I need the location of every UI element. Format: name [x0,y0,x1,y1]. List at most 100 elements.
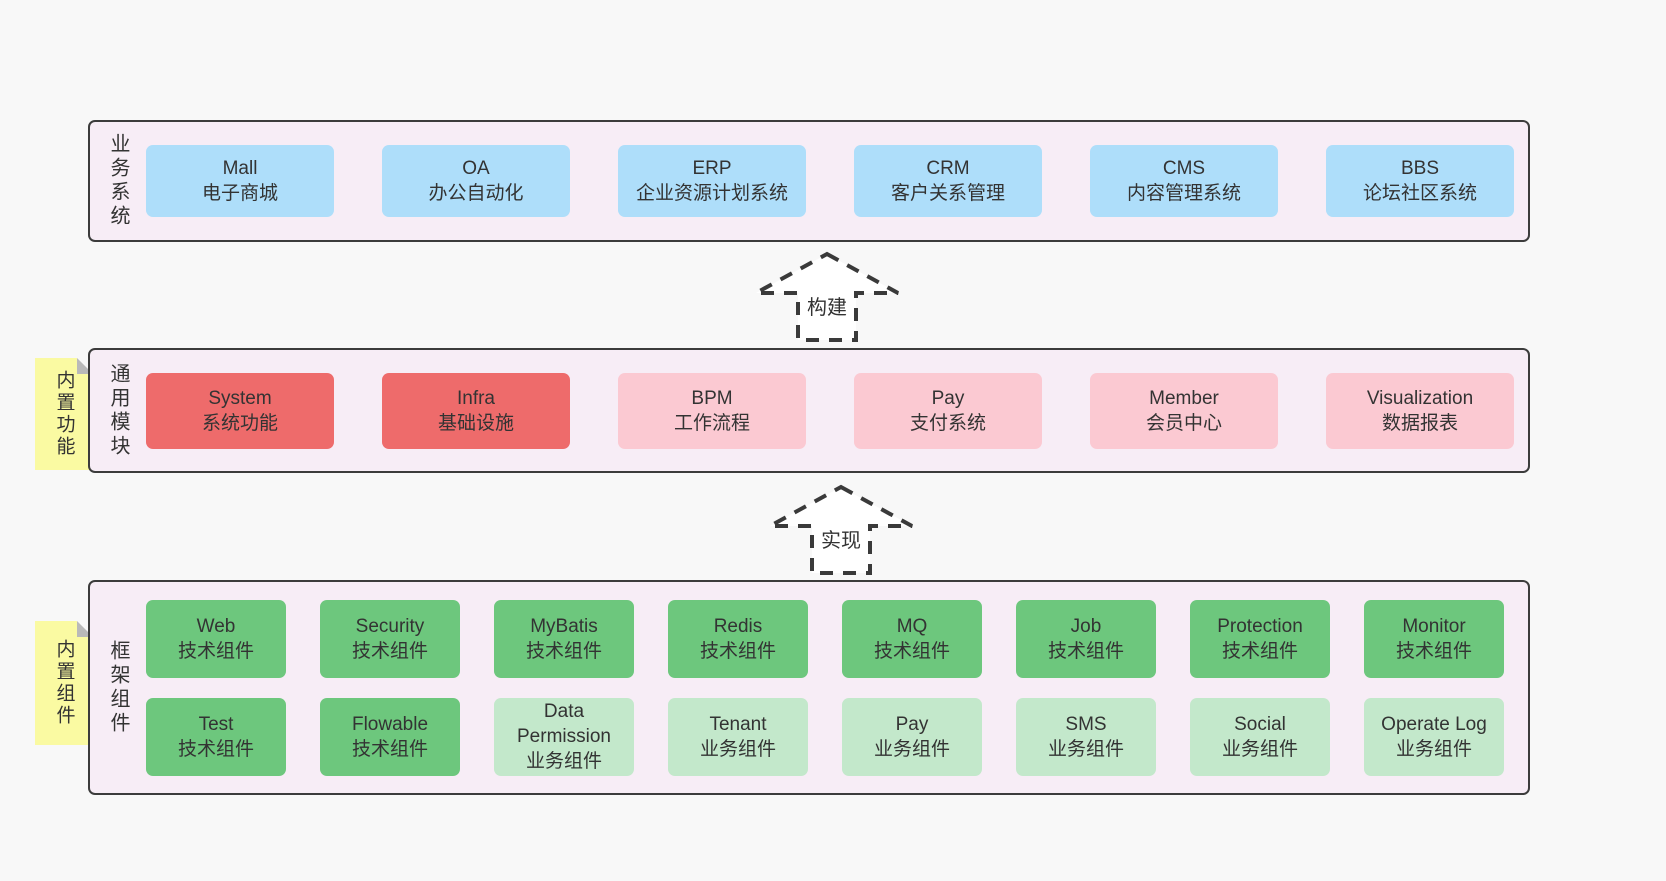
box-tenant: Tenant 业务组件 [668,697,808,776]
box-erp: ERP 企业资源计划系统 [618,145,806,217]
box-title: BBS [1400,158,1440,179]
box-subtitle: 技术组件 [873,640,950,662]
box-cms: CMS 内容管理系统 [1090,145,1278,217]
framework-row-2: Test 技术组件 Flowable 技术组件 Data Permission … [146,697,1528,776]
box-title: MQ [896,615,928,637]
box-subtitle: 技术组件 [1221,640,1298,662]
box-mall: Mall 电子商城 [146,145,334,217]
box-data-permission: Data Permission 业务组件 [494,697,634,776]
box-subtitle: 业务组件 [525,751,602,772]
section-framework-components: 框架组件 Web 技术组件 Security 技术组件 MyBatis 技术组件… [88,580,1530,795]
box-subtitle: 技术组件 [177,738,254,760]
framework-row-1: Web 技术组件 Security 技术组件 MyBatis 技术组件 Redi… [146,599,1528,678]
box-subtitle: 论坛社区系统 [1362,183,1477,204]
box-mq: MQ 技术组件 [842,599,982,678]
box-title: BPM [691,387,733,409]
box-job: Job 技术组件 [1016,599,1156,678]
section-common-modules: 通用模块 System 系统功能 Infra 基础设施 BPM 工作流程 Pay [88,348,1530,473]
box-protection: Protection 技术组件 [1190,599,1330,678]
box-mybatis: MyBatis 技术组件 [494,599,634,678]
sticky-note-builtin-features: 内置功能 [35,358,93,470]
box-title: Job [1070,615,1102,637]
box-subtitle: 业务组件 [1221,738,1298,760]
box-subtitle: 办公自动化 [428,183,524,204]
box-title: Tenant [709,713,767,735]
box-title: Security [355,615,425,637]
box-title: Pay [931,387,965,409]
box-title: Visualization [1366,387,1474,409]
box-title: Data Permission [517,701,611,747]
box-test: Test 技术组件 [146,697,286,776]
box-subtitle: 业务组件 [699,738,776,760]
box-title: Flowable [351,713,429,735]
box-title: OA [462,158,490,179]
box-title: Protection [1217,615,1303,637]
section-label-business: 业务系统 [107,133,129,229]
arrow-build-icon: 构建 [755,251,899,342]
box-subtitle: 支付系统 [909,412,986,434]
box-subtitle: 业务组件 [1047,738,1124,760]
box-title: Redis [713,615,763,637]
box-subtitle: 技术组件 [1047,640,1124,662]
box-system: System 系统功能 [146,372,334,449]
box-title: MyBatis [530,615,598,637]
box-title: Web [196,615,236,637]
box-title: Operate Log [1381,713,1487,735]
arrow-label: 构建 [807,296,847,319]
box-crm: CRM 客户关系管理 [854,145,1042,217]
sticky-note-label: 内置功能 [53,370,75,458]
business-row: Mall 电子商城 OA 办公自动化 ERP 企业资源计划系统 CRM 客户关系… [146,145,1528,217]
box-pay: Pay 支付系统 [854,372,1042,449]
box-flowable: Flowable 技术组件 [320,697,460,776]
box-subtitle: 技术组件 [351,640,428,662]
box-sms: SMS 业务组件 [1016,697,1156,776]
box-title: Infra [456,387,496,409]
box-operate-log: Operate Log 业务组件 [1364,697,1504,776]
box-title: CMS [1162,158,1206,179]
box-oa: OA 办公自动化 [382,145,570,217]
box-social: Social 业务组件 [1190,697,1330,776]
box-title: Pay [895,713,929,735]
box-subtitle: 系统功能 [201,412,278,434]
box-subtitle: 客户关系管理 [890,183,1005,204]
box-subtitle: 技术组件 [351,738,428,760]
box-title: Monitor [1402,615,1466,637]
box-subtitle: 技术组件 [699,640,776,662]
sticky-note-builtin-components: 内置组件 [35,621,93,745]
box-pay-biz: Pay 业务组件 [842,697,982,776]
box-subtitle: 技术组件 [525,640,602,662]
section-label-framework: 框架组件 [107,639,129,736]
box-subtitle: 业务组件 [873,738,950,760]
box-bbs: BBS 论坛社区系统 [1326,145,1514,217]
box-subtitle: 业务组件 [1395,738,1472,760]
box-subtitle: 会员中心 [1145,412,1222,434]
box-web: Web 技术组件 [146,599,286,678]
section-label-modules: 通用模块 [107,362,129,459]
box-monitor: Monitor 技术组件 [1364,599,1504,678]
box-subtitle: 电子商城 [201,183,278,204]
box-title: Member [1149,387,1219,409]
box-title: Mall [222,158,258,179]
box-infra: Infra 基础设施 [382,372,570,449]
sticky-note-label: 内置组件 [53,639,75,727]
arrow-label: 实现 [821,529,861,552]
box-subtitle: 工作流程 [673,412,750,434]
box-member: Member 会员中心 [1090,372,1278,449]
modules-row: System 系统功能 Infra 基础设施 BPM 工作流程 Pay 支付系统… [146,372,1528,449]
box-subtitle: 数据报表 [1381,412,1458,434]
box-subtitle: 内容管理系统 [1126,183,1241,204]
box-title: CRM [926,158,970,179]
box-title: ERP [692,158,732,179]
box-security: Security 技术组件 [320,599,460,678]
box-title: SMS [1065,713,1107,735]
arrow-implement-icon: 实现 [769,484,913,575]
box-title: Test [198,713,234,735]
box-visualization: Visualization 数据报表 [1326,372,1514,449]
box-subtitle: 基础设施 [437,412,514,434]
box-subtitle: 企业资源计划系统 [635,183,788,204]
box-subtitle: 技术组件 [177,640,254,662]
box-bpm: BPM 工作流程 [618,372,806,449]
box-title: System [208,387,272,409]
box-subtitle: 技术组件 [1395,640,1472,662]
